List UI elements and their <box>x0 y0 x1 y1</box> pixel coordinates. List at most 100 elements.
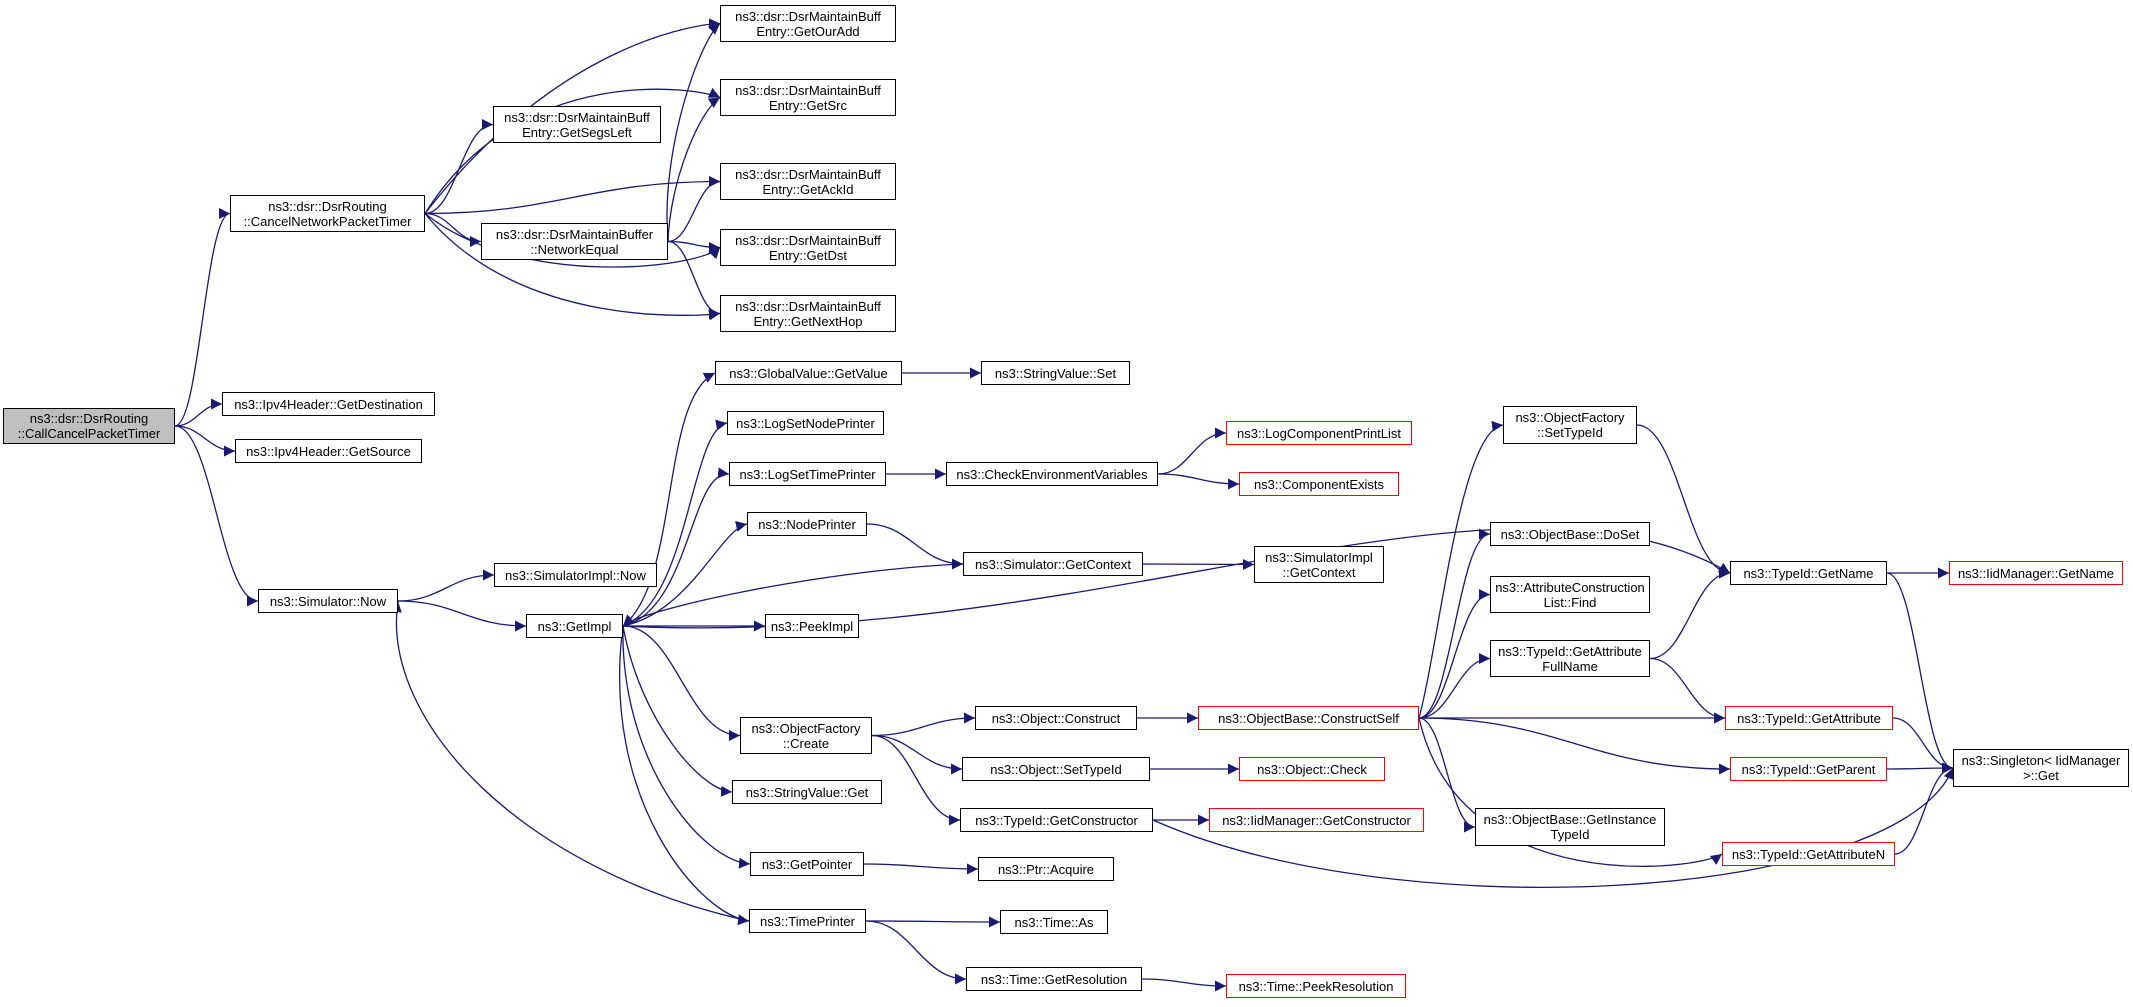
node-label-line: ns3::TypeId::GetName <box>1743 565 1874 581</box>
node-cancel-net[interactable]: ns3::dsr::DsrRouting::CancelNetworkPacke… <box>230 195 425 232</box>
edge-objBaseConstructSelf-to-objBaseDoSet <box>1418 528 1491 719</box>
node-time-get-res[interactable]: ns3::Time::GetResolution <box>966 967 1142 991</box>
edge-objFactCreate-to-objConstruct <box>871 712 976 737</box>
edge-simNow-to-simImplNow <box>397 569 495 602</box>
edge-networkEqual-to-getAckId <box>667 176 721 243</box>
node-label-line: ns3::Simulator::GetContext <box>974 556 1132 572</box>
edge-checkEnv-to-logCompPrint <box>1157 427 1227 475</box>
node-check-env[interactable]: ns3::CheckEnvironmentVariables <box>946 462 1158 486</box>
edge-objBaseConstructSelf-to-typeIdGetParent <box>1418 717 1731 775</box>
node-time-as[interactable]: ns3::Time::As <box>1000 910 1108 934</box>
node-type-id-get-attribute-n[interactable]: ns3::TypeId::GetAttributeN <box>1722 842 1895 866</box>
node-label-line: Entry::GetOurAdd <box>756 23 860 39</box>
node-log-comp-print[interactable]: ns3::LogComponentPrintList <box>1226 421 1412 445</box>
edge-simGetContext-to-simImplGetContext <box>1142 558 1255 570</box>
node-label-line: ns3::dsr::DsrMaintainBuffer <box>495 226 654 242</box>
node-obj-construct[interactable]: ns3::Object::Construct <box>975 706 1137 730</box>
edge-cancelNet-to-getNextHop <box>424 213 721 321</box>
node-ipv4-dest[interactable]: ns3::Ipv4Header::GetDestination <box>222 392 435 416</box>
node-sim-impl-get-context[interactable]: ns3::SimulatorImpl::GetContext <box>1254 546 1384 583</box>
node-label-line: ns3::PeekImpl <box>770 618 854 634</box>
node-get-impl[interactable]: ns3::GetImpl <box>526 614 623 638</box>
node-label-line: ns3::Singleton< IidManager <box>1961 753 2121 768</box>
node-obj-base-construct-self[interactable]: ns3::ObjectBase::ConstructSelf <box>1198 706 1419 730</box>
node-label-line: Entry::GetSrc <box>768 97 848 113</box>
node-type-id-get-name[interactable]: ns3::TypeId::GetName <box>1730 561 1887 585</box>
node-log-set-node-printer[interactable]: ns3::LogSetNodePrinter <box>727 411 884 435</box>
node-ptr-acquire[interactable]: ns3::Ptr::Acquire <box>978 857 1114 881</box>
node-label-line: ns3::TypeId::GetAttribute <box>1498 643 1642 659</box>
node-label-line: TypeId <box>1550 827 1590 842</box>
edge-typeIdGetAttributeN-to-singletonGet <box>1894 762 1954 855</box>
node-label-line: ns3::ComponentExists <box>1253 476 1385 492</box>
node-singleton-get[interactable]: ns3::Singleton< IidManager >::Get <box>1953 749 2129 787</box>
node-label-line: ns3::IidManager::GetConstructor <box>1222 812 1411 828</box>
node-sim-get-context[interactable]: ns3::Simulator::GetContext <box>963 552 1143 576</box>
edge-getImpl-to-timePrinter <box>618 625 750 926</box>
node-label-line: ns3::Time::As <box>1014 914 1094 930</box>
edge-timePrinter-to-simNow <box>390 600 750 922</box>
node-iid-mgr-get-constructor[interactable]: ns3::IidManager::GetConstructor <box>1209 808 1424 832</box>
node-network-equal[interactable]: ns3::dsr::DsrMaintainBuffer::NetworkEqua… <box>481 223 668 260</box>
edge-networkEqual-to-getOurAdd <box>666 22 721 242</box>
edge-getImpl-to-logSetNodePrinter <box>622 419 728 627</box>
edge-timePrinter-to-timeAs <box>865 916 1001 928</box>
edge-typeIdGetAttrFullName-to-typeIdGetAttribute <box>1649 657 1726 724</box>
node-label-line: ns3::SimulatorImpl::Now <box>505 567 646 583</box>
node-label-line: ns3::dsr::DsrRouting <box>268 198 387 214</box>
node-label-line: Entry::GetSegsLeft <box>522 124 632 140</box>
edge-getImpl-to-globalGetValue <box>622 372 716 627</box>
node-label-line: ::Create <box>782 735 830 751</box>
node-label-line: ns3::GetPointer <box>761 856 853 872</box>
node-label-line: ns3::dsr::DsrMaintainBuff <box>504 109 650 125</box>
edge-typeIdGetParent-to-singletonGet <box>1886 762 1954 774</box>
node-obj-set-type-id[interactable]: ns3::Object::SetTypeId <box>962 757 1150 781</box>
node-get-pointer[interactable]: ns3::GetPointer <box>750 852 864 876</box>
node-comp-exists[interactable]: ns3::ComponentExists <box>1239 472 1399 496</box>
node-log-set-time-printer[interactable]: ns3::LogSetTimePrinter <box>729 462 886 486</box>
node-label-line: >::Get <box>2023 768 2059 783</box>
node-iid-mgr-get-name[interactable]: ns3::IidManager::GetName <box>1949 561 2123 585</box>
node-ipv4-src[interactable]: ns3::Ipv4Header::GetSource <box>235 439 422 463</box>
node-label-line: ::GetContext <box>1282 564 1356 580</box>
node-obj-fact-set-type-id[interactable]: ns3::ObjectFactory::SetTypeId <box>1503 406 1637 444</box>
node-obj-base-do-set[interactable]: ns3::ObjectBase::DoSet <box>1490 522 1650 546</box>
node-label-line: ns3::Simulator::Now <box>269 593 387 609</box>
node-obj-fact-create[interactable]: ns3::ObjectFactory::Create <box>740 717 872 754</box>
node-sim-impl-now[interactable]: ns3::SimulatorImpl::Now <box>494 563 657 587</box>
node-type-id-get-attribute[interactable]: ns3::TypeId::GetAttribute <box>1725 706 1893 730</box>
edge-cancelNet-to-getOurAdd <box>424 18 721 214</box>
node-str-val-get[interactable]: ns3::StringValue::Get <box>732 780 882 804</box>
node-type-id-get-constructor[interactable]: ns3::TypeId::GetConstructor <box>960 808 1153 832</box>
node-str-val-set[interactable]: ns3::StringValue::Set <box>981 361 1130 385</box>
node-label-line: Entry::GetDst <box>768 247 848 263</box>
node-label-line: ns3::GetImpl <box>537 618 612 634</box>
node-label-line: ns3::dsr::DsrMaintainBuff <box>735 166 881 182</box>
node-label-line: ns3::TypeId::GetParent <box>1741 761 1876 777</box>
edge-networkEqual-to-getDst <box>667 240 721 253</box>
node-peek-impl[interactable]: ns3::PeekImpl <box>765 614 859 638</box>
node-label-line: ns3::Ipv4Header::GetDestination <box>234 396 423 412</box>
node-type-id-get-parent[interactable]: ns3::TypeId::GetParent <box>1730 757 1887 781</box>
node-global-get-value[interactable]: ns3::GlobalValue::GetValue <box>715 361 902 385</box>
edge-typeIdGetAttrFullName-to-typeIdGetName <box>1649 567 1731 660</box>
node-time-printer[interactable]: ns3::TimePrinter <box>749 909 866 933</box>
edge-networkEqual-to-getSrc <box>667 96 721 242</box>
edge-objFactCreate-to-typeIdGetConstructor <box>871 734 961 826</box>
node-obj-check[interactable]: ns3::Object::Check <box>1239 757 1385 781</box>
edge-timePrinter-to-timeGetRes <box>865 920 967 985</box>
node-node-printer[interactable]: ns3::NodePrinter <box>747 512 867 536</box>
edge-networkEqual-to-getNextHop <box>667 240 721 319</box>
node-time-peek-res[interactable]: ns3::Time::PeekResolution <box>1226 974 1406 998</box>
node-sim-now[interactable]: ns3::Simulator::Now <box>258 589 398 613</box>
